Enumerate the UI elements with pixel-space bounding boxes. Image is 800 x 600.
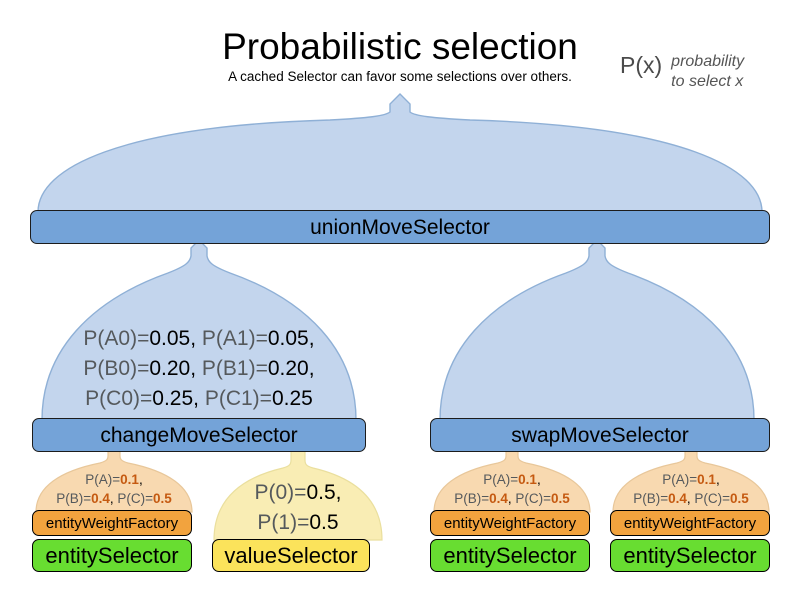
legend: P(x) probability to select x bbox=[620, 52, 744, 92]
node-entity-weight-factory-3[interactable]: entityWeightFactory bbox=[430, 510, 590, 536]
weight-prob-line-2: P(B)=0.4, P(C)=0.5 bbox=[454, 491, 570, 507]
legend-description-line1: probability bbox=[671, 53, 745, 70]
node-entity-selector-1[interactable]: entitySelector bbox=[32, 539, 192, 572]
change-move-probabilities: P(A0)=0.05, P(A1)=0.05, P(B0)=0.20, P(B1… bbox=[42, 324, 356, 413]
node-value-selector-2[interactable]: valueSelector bbox=[212, 539, 370, 572]
node-union-move-selector[interactable]: unionMoveSelector bbox=[30, 210, 770, 244]
change-prob-line-2: P(B0)=0.20, P(B1)=0.20, bbox=[83, 356, 315, 380]
change-prob-line-1: P(A0)=0.05, P(A1)=0.05, bbox=[83, 327, 315, 350]
node-swap-move-selector[interactable]: swapMoveSelector bbox=[430, 418, 770, 452]
change-prob-line-3: P(C0)=0.25, P(C1)=0.25 bbox=[85, 386, 313, 410]
value-selector-probabilities: P(0)=0.5, P(1)=0.5 bbox=[214, 478, 382, 538]
weight-prob-line-1: P(A)=0.1, bbox=[662, 472, 720, 487]
funnel-change-to-union bbox=[41, 239, 357, 421]
node-entity-weight-factory-4[interactable]: entityWeightFactory bbox=[610, 510, 770, 536]
weight-prob-line-1: P(A)=0.1, bbox=[483, 472, 541, 487]
weight-prob-line-1: P(A)=0.1, bbox=[85, 472, 143, 487]
node-entity-selector-4[interactable]: entitySelector bbox=[610, 539, 770, 572]
value-prob-line-1: P(0)=0.5, bbox=[254, 481, 342, 504]
legend-description-line2: to select x bbox=[671, 73, 744, 90]
legend-key: P(x) bbox=[620, 52, 663, 78]
weight-prob-line-2: P(B)=0.4, P(C)=0.5 bbox=[633, 491, 749, 507]
weight-probabilities-group-4: P(A)=0.1, P(B)=0.4, P(C)=0.5 bbox=[605, 470, 777, 508]
node-change-move-selector[interactable]: changeMoveSelector bbox=[32, 418, 366, 452]
weight-probabilities-group-3: P(A)=0.1, P(B)=0.4, P(C)=0.5 bbox=[426, 470, 598, 508]
page-title: Probabilistic selection bbox=[222, 26, 578, 67]
weight-probabilities-group-1: P(A)=0.1, P(B)=0.4, P(C)=0.5 bbox=[28, 470, 200, 508]
page-subtitle: A cached Selector can favor some selecti… bbox=[228, 69, 572, 84]
value-prob-line-2: P(1)=0.5 bbox=[257, 510, 339, 534]
weight-prob-line-2: P(B)=0.4, P(C)=0.5 bbox=[56, 491, 172, 507]
node-entity-selector-3[interactable]: entitySelector bbox=[430, 539, 590, 572]
funnel-swap-to-union bbox=[439, 239, 755, 421]
node-entity-weight-factory-1[interactable]: entityWeightFactory bbox=[32, 510, 192, 536]
legend-description: probability to select x bbox=[671, 52, 744, 92]
funnel-union-output bbox=[37, 93, 763, 213]
